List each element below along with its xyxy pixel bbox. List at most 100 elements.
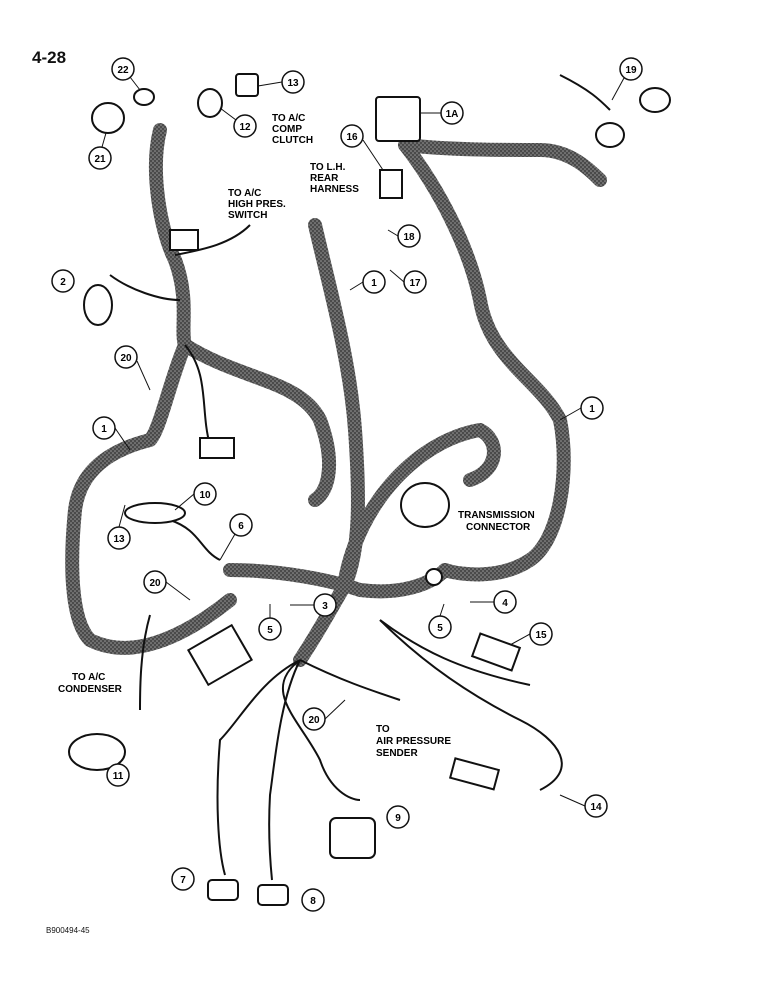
- svg-text:8: 8: [310, 896, 316, 907]
- callout-19: 19: [619, 57, 643, 81]
- connector-block: [186, 623, 254, 687]
- harness-left-loop: [65, 338, 237, 655]
- callout-14: 14: [584, 794, 608, 818]
- callout-10: 10: [193, 482, 217, 506]
- svg-text:13: 13: [113, 534, 125, 545]
- callout-17: 17: [403, 270, 427, 294]
- clutch-connector-12: [197, 88, 223, 118]
- svg-text:5: 5: [437, 623, 443, 634]
- wire-ac-switch: [174, 224, 251, 256]
- thin-wires: [109, 74, 611, 881]
- connector-19a: [595, 122, 625, 148]
- svg-text:1: 1: [101, 424, 107, 435]
- callout-13-left: 13: [107, 526, 131, 550]
- connector-19b: [639, 87, 671, 113]
- sender-15: [470, 632, 522, 672]
- switch-11: [68, 733, 126, 771]
- harness-upper-left: [149, 123, 337, 507]
- document-code: B900494-45: [46, 926, 90, 935]
- harness-transmission: [338, 423, 501, 587]
- wire-sensor-15: [379, 619, 531, 686]
- svg-text:1: 1: [371, 278, 377, 289]
- svg-text:19: 19: [625, 65, 637, 76]
- svg-text:3: 3: [322, 601, 328, 612]
- svg-text:4: 4: [502, 598, 508, 609]
- callouts: 22 13 12 21 19 1A 16 18 17 2 1 20 1 10 1…: [51, 57, 643, 912]
- callout-12: 12: [233, 114, 257, 138]
- svg-text:7: 7: [180, 875, 186, 886]
- page-number: 4-28: [32, 48, 67, 67]
- fitting-22: [133, 88, 155, 106]
- svg-text:6: 6: [238, 521, 244, 532]
- svg-text:2: 2: [60, 277, 66, 288]
- svg-text:12: 12: [239, 122, 251, 133]
- callout-21: 21: [88, 146, 112, 170]
- callout-9: 9: [386, 805, 410, 829]
- callout-16: 16: [340, 124, 364, 148]
- harness-cross: [223, 563, 452, 599]
- relay-1a-body: [375, 96, 421, 142]
- svg-text:22: 22: [117, 65, 129, 76]
- callout-20-lower: 20: [302, 707, 326, 731]
- wire-sensor-14: [379, 619, 563, 791]
- svg-text:13: 13: [287, 78, 299, 89]
- harness-right-upper: [398, 138, 607, 187]
- svg-text:9: 9: [395, 813, 401, 824]
- callout-20-middle: 20: [143, 570, 167, 594]
- callout-18: 18: [397, 224, 421, 248]
- svg-text:18: 18: [403, 232, 415, 243]
- svg-text:1A: 1A: [446, 109, 459, 120]
- svg-text:5: 5: [267, 625, 273, 636]
- callout-4: 4: [493, 590, 517, 614]
- sensor-10: [124, 502, 186, 524]
- wire-ground-2: [109, 274, 181, 301]
- sender-14: [448, 757, 501, 791]
- switch-2: [83, 284, 113, 326]
- svg-text:20: 20: [149, 578, 161, 589]
- sensor-8: [257, 884, 289, 906]
- callout-11: 11: [106, 763, 130, 787]
- svg-text:20: 20: [120, 353, 132, 364]
- wire-pigtail: [184, 344, 211, 446]
- transmission-connector-body: [400, 482, 450, 528]
- sender-21: [91, 102, 125, 134]
- wire-sensor-10: [169, 519, 221, 561]
- callout-8: 8: [301, 888, 325, 912]
- callout-1-center: 1: [362, 270, 386, 294]
- sender-9: [329, 817, 376, 859]
- connector-pigtail: [199, 437, 235, 459]
- connector-top-left: [169, 229, 199, 251]
- svg-text:1: 1: [589, 404, 595, 415]
- callout-5-left: 5: [258, 617, 282, 641]
- svg-text:20: 20: [308, 715, 320, 726]
- wire-sensor-8: [268, 659, 301, 881]
- svg-text:15: 15: [535, 630, 547, 641]
- callout-1-left: 1: [92, 416, 116, 440]
- callout-22: 22: [111, 57, 135, 81]
- svg-text:21: 21: [94, 154, 106, 165]
- callout-3: 3: [313, 593, 337, 617]
- callout-15: 15: [529, 622, 553, 646]
- harness-right-loop: [398, 138, 571, 582]
- svg-text:10: 10: [199, 490, 211, 501]
- callout-5-right: 5: [428, 615, 452, 639]
- svg-text:17: 17: [409, 278, 421, 289]
- callout-7: 7: [171, 867, 195, 891]
- callout-1a: 1A: [440, 101, 464, 125]
- bracket-16: [379, 169, 403, 199]
- callout-13-top: 13: [281, 70, 305, 94]
- leader-lines: [101, 76, 625, 807]
- harness-center-trunk: [308, 218, 365, 592]
- callout-2: 2: [51, 269, 75, 293]
- fitting-13-top: [235, 73, 259, 97]
- harness-lower-stem: [293, 578, 352, 667]
- callout-6: 6: [229, 513, 253, 537]
- wire-sender-9: [281, 659, 361, 801]
- sensor-7: [207, 879, 239, 901]
